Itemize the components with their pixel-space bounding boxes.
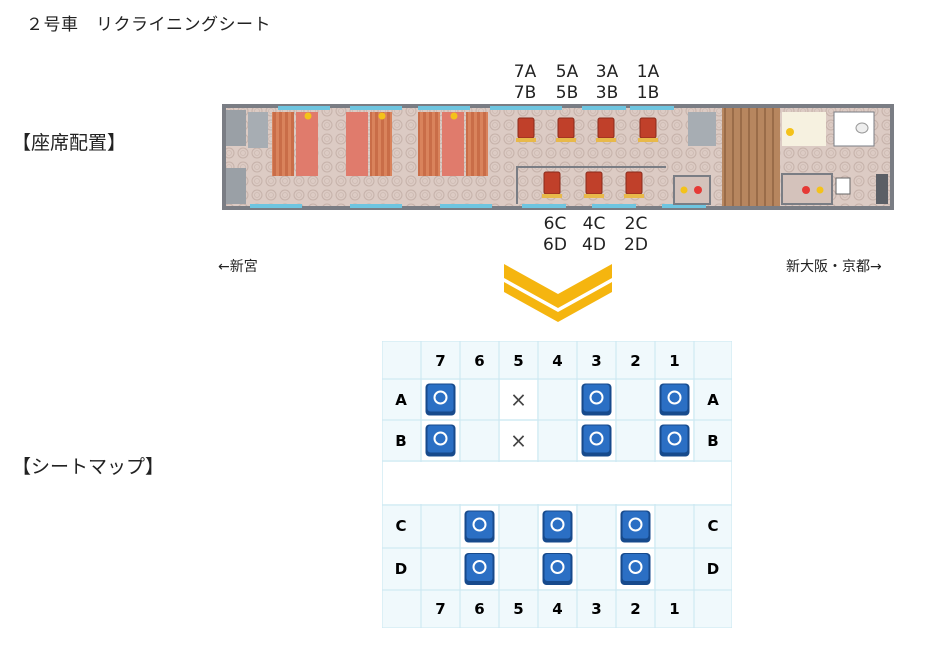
column-number-bottom: 2 xyxy=(630,600,640,618)
seat-available-icon[interactable] xyxy=(581,424,612,457)
column-number-bottom: 7 xyxy=(435,600,445,618)
seat-available-icon[interactable] xyxy=(425,424,456,457)
row-letter-right: C xyxy=(707,517,718,535)
seat-available-icon[interactable] xyxy=(542,553,573,585)
row-letter-right: B xyxy=(707,432,718,450)
row-letter-left: D xyxy=(395,560,407,578)
seat-available-icon[interactable] xyxy=(464,510,495,543)
aisle xyxy=(383,462,731,504)
column-number-top: 5 xyxy=(513,352,523,370)
column-number-bottom: 3 xyxy=(591,600,601,618)
seat-occupied-mark: × xyxy=(510,388,527,412)
seat-available-icon[interactable] xyxy=(464,553,495,585)
direction-shin-osaka-kyoto: 新大阪・京都→ xyxy=(786,259,882,275)
seat-available-icon[interactable] xyxy=(659,383,690,416)
row-letter-left: B xyxy=(395,432,406,450)
seat-cell xyxy=(500,421,537,460)
car-floor-plan xyxy=(222,104,894,210)
row-letter-left: A xyxy=(395,391,407,409)
seat-layout-heading: 【座席配置】 xyxy=(12,132,127,154)
seat-available-icon[interactable] xyxy=(425,383,456,416)
column-number-bottom: 5 xyxy=(513,600,523,618)
car-title: ２号車 リクライニングシート xyxy=(26,15,271,35)
seat-available-icon[interactable] xyxy=(659,424,690,457)
direction-shingu: ←新宮 xyxy=(218,259,258,275)
seat-map-heading: 【シートマップ】 xyxy=(12,456,165,478)
column-number-top: 3 xyxy=(591,352,601,370)
row-letter-right: A xyxy=(707,391,719,409)
seat-available-icon[interactable] xyxy=(581,383,612,416)
column-number-top: 6 xyxy=(474,352,484,370)
chevron-down-icon xyxy=(504,264,612,322)
seat-available-icon[interactable] xyxy=(620,553,651,585)
row-letter-left: C xyxy=(395,517,406,535)
column-number-bottom: 4 xyxy=(552,600,562,618)
seat-available-icon[interactable] xyxy=(542,510,573,543)
seat-available-icon[interactable] xyxy=(620,510,651,543)
seat-occupied-mark: × xyxy=(510,429,527,453)
row-letter-right: D xyxy=(707,560,719,578)
column-number-top: 4 xyxy=(552,352,562,370)
column-number-top: 2 xyxy=(630,352,640,370)
column-number-top: 7 xyxy=(435,352,445,370)
column-number-bottom: 1 xyxy=(669,600,679,618)
column-number-top: 1 xyxy=(669,352,679,370)
column-number-bottom: 6 xyxy=(474,600,484,618)
seat-cell xyxy=(500,380,537,419)
